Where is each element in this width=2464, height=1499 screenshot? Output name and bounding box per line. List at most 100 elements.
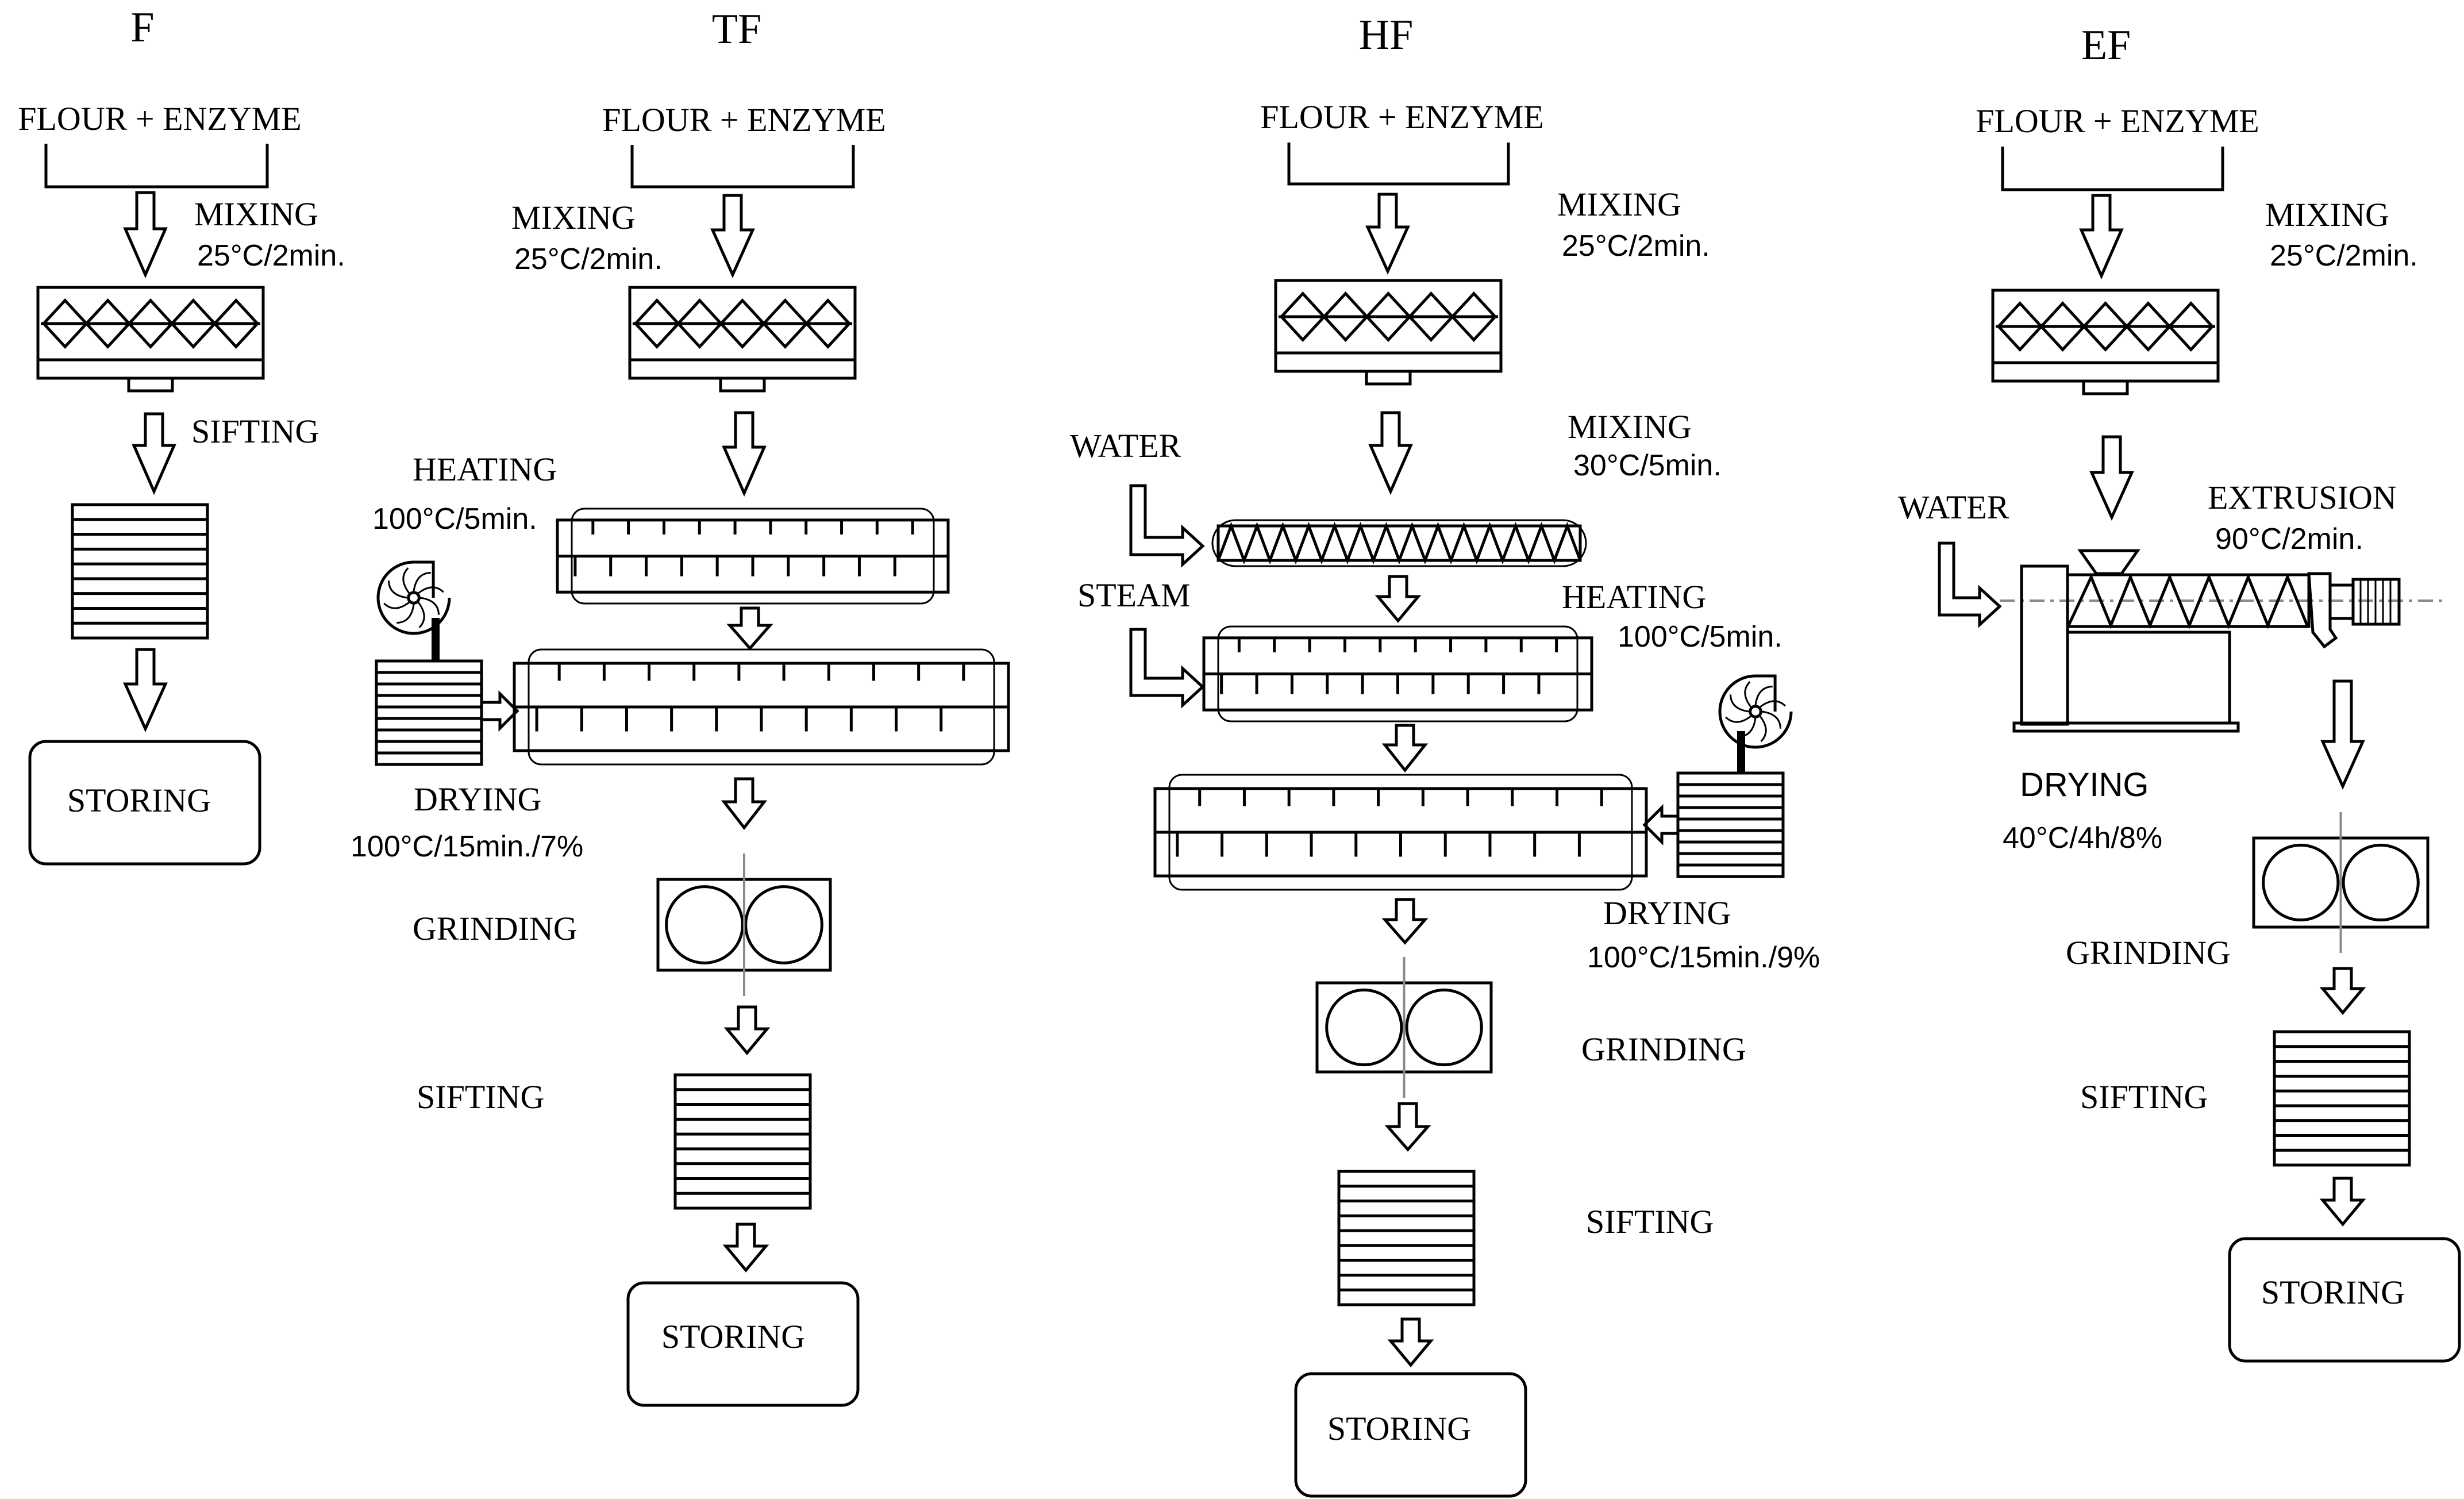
fan-blade [383,601,410,609]
fan-housing [1718,674,1793,749]
input-bracket [630,145,855,189]
column-ef-drying-label: DRYING [2020,766,2149,804]
column-tf-grinding-label: GRINDING [413,910,578,947]
roller-grinder-icon [1315,957,1493,1098]
column-hf-storing-label: STORING [1327,1410,1471,1447]
sifter-icon [673,1073,812,1210]
column-hf-grinding-label: GRINDING [1581,1031,1746,1068]
flow-arrow-icon [722,1223,769,1273]
column-ef-mixing-label: MIXING [2265,196,2389,233]
column-ef: EF FLOUR + ENZYME MIXING 25°C/2min. WATE… [1898,22,2461,1363]
column-hf-steam-label: STEAM [1077,576,1191,614]
storing-box [28,740,261,866]
flow-arrow-icon [1129,628,1205,709]
roller [1325,988,1403,1067]
column-ef-drying-cond: 40°C/4h/8% [2003,821,2162,855]
sifter-icon [2273,1030,2411,1167]
flow-arrow-icon [1642,804,1680,846]
column-hf-input: FLOUR + ENZYME [1260,98,1543,136]
flow-arrow-icon [2089,435,2134,521]
extruder-barrel [2066,573,2311,628]
roller-grinder-icon [2252,812,2430,953]
roller [665,885,744,964]
column-hf: HF FLOUR + ENZYME MIXING 25°C/2min. MIXI… [1070,11,1820,1498]
column-tf-input: FLOUR + ENZYME [602,101,886,139]
column-f-title: F [130,4,154,51]
flow-arrow-icon [132,412,176,495]
mixer-icon [1991,289,2220,395]
flow-arrow-icon [1384,1102,1431,1152]
roller [2262,843,2340,922]
column-f: F FLOUR + ENZYME MIXING 25°C/2min. SIFTI… [18,4,345,866]
storing-box [1294,1372,1527,1498]
fan-housing [376,560,451,635]
flow-arrow-icon [1368,411,1413,495]
flow-arrow-icon [2320,679,2365,790]
column-hf-drying-cond: 100°C/15min./9% [1587,941,1820,974]
flow-arrow-icon [1387,1317,1434,1367]
fan-hub [407,591,421,605]
dryer-icon [375,659,483,766]
fan-blade [402,567,410,594]
column-tf: TF FLOUR + ENZYME MIXING 25°C/2min. HEAT… [351,6,1010,1407]
extruder-base [2012,721,2240,733]
mixer-base [1991,361,2220,383]
fan-blade [388,581,408,599]
fan-blade [1759,715,1767,742]
column-hf-drying-label: DRYING [1603,894,1731,932]
screw-shell [1211,519,1587,567]
column-hf-sifting-label: SIFTING [1586,1203,1714,1240]
conveyor-icon [1211,519,1587,567]
extruder-icon [2000,549,2445,733]
mixer-outlet [127,378,174,393]
column-tf-mixing-cond: 25°C/2min. [514,243,663,276]
screen-frame [673,1073,812,1210]
input-bracket [1287,143,1510,186]
screw-flight [1216,521,1582,565]
flow-arrow-icon [1129,484,1205,568]
flow-arrow-icon [2319,1177,2366,1227]
fan-blade [417,601,425,628]
mixer-base [1274,351,1503,373]
fan-blade [419,597,440,615]
column-f-storing-label: STORING [67,782,211,819]
mixer-blade [1450,291,1497,343]
column-ef-grinding-label: GRINDING [2066,934,2231,971]
column-f-input: FLOUR + ENZYME [18,100,301,137]
mixer-base [36,358,265,380]
fan-blade [1761,710,1781,729]
fan-blade [417,586,444,594]
flow-arrow-icon [722,411,767,497]
fan-blade [396,604,415,624]
extruder-die [2307,572,2338,649]
sifter-icon [1337,1170,1476,1306]
column-tf-mixing-label: MIXING [511,199,636,236]
fan-icon [376,560,451,635]
flow-arrow-icon [2319,967,2366,1015]
mixer-base [628,358,857,380]
flow-arrow-icon [2079,194,2124,280]
column-f-mixing-cond: 25°C/2min. [197,239,345,272]
conveyor-icon [1153,774,1648,891]
conveyor-icon [513,648,1010,766]
mixer-outlet [719,378,766,393]
fan-icon [1718,674,1793,749]
fan-blade [1744,681,1752,708]
column-hf-water-label: WATER [1070,427,1181,464]
mixer-icon [628,286,857,393]
fan-blade [1725,715,1752,723]
column-tf-drying-label: DRYING [414,781,541,818]
mixer-icon [36,286,265,393]
column-hf-title: HF [1359,11,1414,59]
flow-arrow-icon [1381,898,1429,945]
flow-arrow-icon [480,690,519,732]
column-ef-title: EF [2081,22,2131,69]
flow-arrow-icon [726,606,773,651]
column-tf-title: TF [712,6,761,53]
roller [1405,988,1483,1067]
column-tf-sifting-label: SIFTING [417,1078,544,1116]
column-f-mixing-label: MIXING [194,195,318,233]
flow-arrow-icon [1365,193,1410,275]
column-ef-sifting-label: SIFTING [2080,1078,2208,1116]
